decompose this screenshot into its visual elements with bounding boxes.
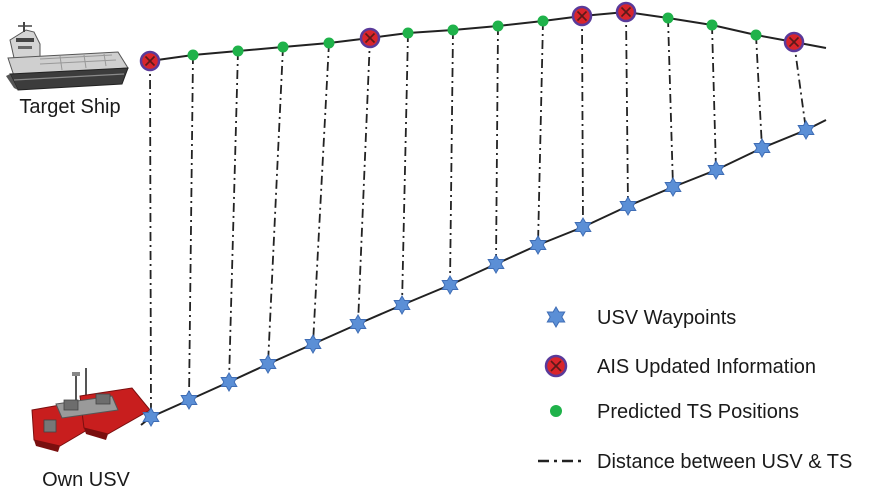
ais-marker <box>571 5 593 27</box>
predicted-position-marker <box>662 12 674 24</box>
legend-ais-label: AIS Updated Information <box>597 356 816 378</box>
usv-waypoint-marker <box>180 390 198 410</box>
legend-usv-waypoints-label: USV Waypoints <box>597 307 736 329</box>
distance-connectors <box>149 11 807 418</box>
usv-waypoint-marker <box>349 314 367 334</box>
legend-item-ais: AIS Updated Information <box>544 354 816 378</box>
usv-waypoint-marker <box>753 138 771 158</box>
legend-item-distance: Distance between USV & TS <box>538 451 852 473</box>
ais-marker <box>783 31 805 53</box>
predicted-position-marker <box>537 15 549 27</box>
predicted-position-marker <box>492 20 504 32</box>
distance-line <box>267 46 284 365</box>
ais-marker-icon <box>544 354 568 378</box>
usv-waypoint-marker <box>441 275 459 295</box>
distance-line <box>357 37 371 325</box>
predicted-position-marker <box>402 27 414 39</box>
distance-line <box>711 24 717 171</box>
usv-waypoint-marker <box>220 372 238 392</box>
predicted-position-marker <box>706 19 718 31</box>
distance-line <box>495 25 499 265</box>
ais-marker <box>615 1 637 23</box>
predicted-position-marker <box>447 24 459 36</box>
target-ship-label: Target Ship <box>19 96 120 118</box>
distance-line <box>149 60 152 418</box>
predicted-position-marker <box>277 41 289 53</box>
distance-line <box>755 34 763 149</box>
usv-waypoint-marker <box>529 235 547 255</box>
target-markers <box>139 1 805 72</box>
legend: USV Waypoints AIS Updated Information Pr… <box>538 306 852 473</box>
usv-waypoint-marker <box>487 254 505 274</box>
usv-waypoint-marker <box>393 295 411 315</box>
usv-waypoint-marker <box>707 160 725 180</box>
usv-waypoint-marker <box>797 120 815 140</box>
distance-line <box>793 41 807 131</box>
own-usv-label: Own USV <box>42 469 130 491</box>
legend-item-usv-waypoints: USV Waypoints <box>546 306 736 329</box>
ais-marker <box>139 50 161 72</box>
legend-item-predicted: Predicted TS Positions <box>550 401 799 423</box>
distance-line <box>537 20 544 246</box>
target-ship-icon <box>6 22 129 91</box>
distance-line <box>581 15 584 228</box>
predicted-position-marker <box>232 45 244 57</box>
predicted-position-marker <box>750 29 762 41</box>
usv-waypoint-marker <box>304 334 322 354</box>
legend-predicted-label: Predicted TS Positions <box>597 401 799 423</box>
predicted-dot-icon <box>550 405 562 417</box>
distance-line <box>667 17 674 188</box>
usv-waypoint-marker <box>574 217 592 237</box>
predicted-position-marker <box>187 49 199 61</box>
distance-line <box>312 42 330 345</box>
distance-line <box>401 32 409 306</box>
own-usv-icon <box>31 368 151 452</box>
star-icon <box>546 306 566 328</box>
distance-line <box>449 29 454 286</box>
predicted-position-marker <box>323 37 335 49</box>
distance-line <box>228 50 239 383</box>
usv-waypoint-marker <box>619 196 637 216</box>
usv-waypoint-marker <box>142 407 160 427</box>
usv-waypoint-marker <box>259 354 277 374</box>
legend-distance-label: Distance between USV & TS <box>597 451 852 473</box>
usv-waypoint-markers <box>142 120 815 427</box>
distance-line <box>188 54 194 401</box>
distance-line <box>625 11 629 207</box>
usv-waypoint-marker <box>664 177 682 197</box>
ais-marker <box>359 27 381 49</box>
target-ship-track <box>149 10 827 62</box>
